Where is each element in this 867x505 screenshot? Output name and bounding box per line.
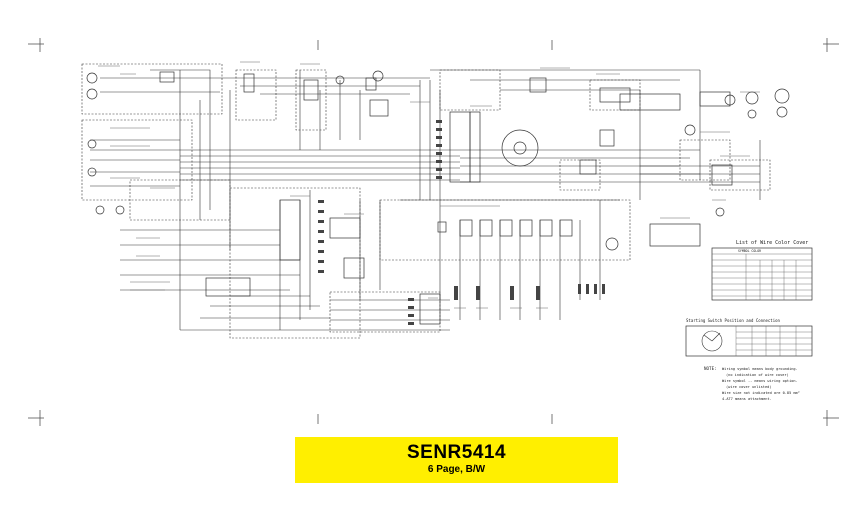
note-line-4: (wire cover unlisted)	[726, 385, 771, 389]
component-groups	[81, 63, 771, 339]
note-line-2: (no indication of wire cover)	[726, 373, 789, 377]
part-number-banner: SENR5414 6 Page, B/W	[295, 437, 618, 483]
note-line-1: Wiring symbol means body grounding.	[722, 367, 798, 371]
connectors	[318, 120, 605, 325]
page-info: 6 Page, B/W	[427, 464, 486, 475]
wire-color-table	[711, 247, 813, 301]
wire-bundle	[90, 69, 761, 331]
starting-switch-table	[685, 325, 813, 357]
starting-switch-title: Starting Switch Position and Connection	[686, 318, 781, 323]
notes-heading: NOTE:	[704, 366, 717, 371]
micro-labels	[98, 61, 760, 309]
wire-table-header: SYMBOL COLOR	[738, 249, 761, 253]
note-line-6: 4-AT7 means attachment.	[722, 397, 772, 401]
part-number: SENR5414	[406, 442, 507, 463]
note-line-5: Wire size not indicated are 0.85 mm²	[722, 391, 800, 395]
lamps-and-gauges	[86, 70, 790, 251]
crop-marks	[28, 38, 839, 426]
wire-table-title: List of Wire Color Cover	[736, 240, 808, 246]
note-line-3: Wire symbol -- means wiring option.	[722, 379, 798, 383]
components	[159, 71, 733, 325]
